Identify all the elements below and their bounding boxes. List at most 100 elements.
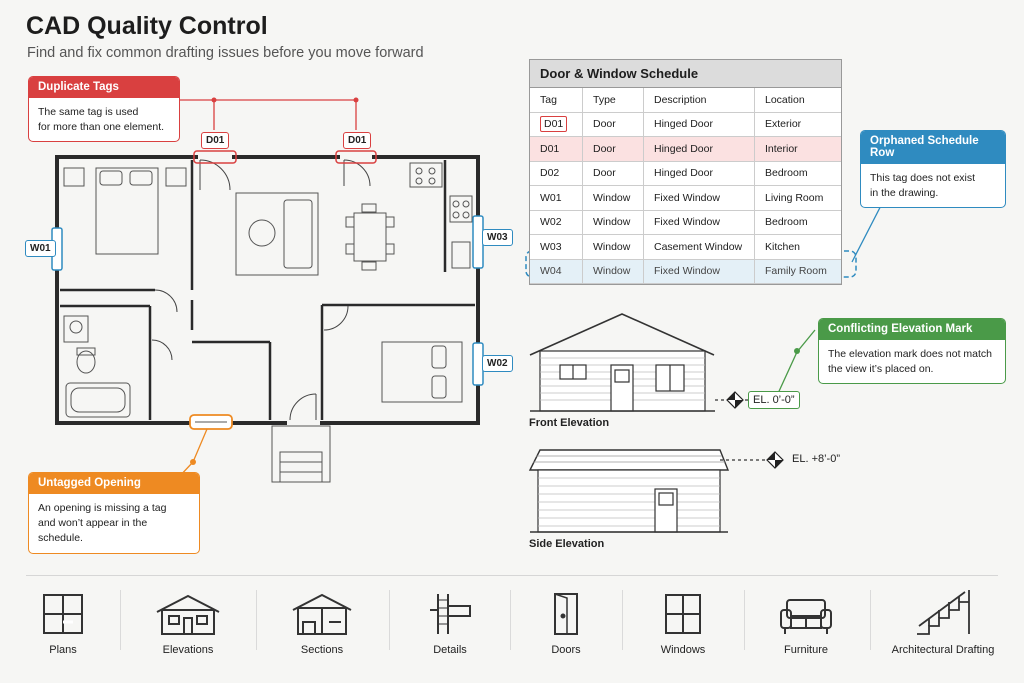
side-elevation-label: Side Elevation	[529, 538, 605, 550]
nav-item-details[interactable]: Details	[395, 582, 505, 656]
table-row[interactable]: W02 Window Fixed Window Bedroom	[530, 210, 841, 235]
table-row[interactable]: D01 Door Hinged Door Interior	[530, 136, 841, 162]
callout-untagged-title: Untagged Opening	[29, 473, 199, 494]
cell-tag: D01	[530, 136, 583, 162]
cell-type: Window	[582, 185, 644, 211]
nav-separator	[120, 590, 121, 650]
cell-location: Family Room	[754, 259, 841, 284]
nav-label: Elevations	[162, 644, 214, 656]
nav-separator	[256, 590, 257, 650]
nav-separator	[389, 590, 390, 650]
cell-type: Door	[582, 112, 644, 137]
nav-label: Sections	[300, 644, 344, 656]
category-nav: Plans Elevations Sections Details Doors …	[0, 582, 1024, 672]
cell-description: Casement Window	[643, 234, 755, 260]
cell-type: Door	[582, 161, 644, 186]
sections-icon	[292, 593, 352, 635]
tag-d01-interior[interactable]: D01	[343, 132, 372, 149]
cell-location: Bedroom	[754, 161, 841, 186]
doors-icon	[554, 593, 578, 635]
elevations-icon	[156, 594, 220, 635]
callout-untagged-line: An opening is missing a tag	[38, 502, 167, 514]
tag-text: D01	[540, 116, 568, 133]
schedule-header-row: Tag Type Description Location	[530, 88, 841, 113]
schedule-col-tag: Tag	[530, 88, 583, 113]
cell-location: Exterior	[754, 112, 841, 137]
nav-item-sections[interactable]: Sections	[267, 582, 377, 656]
table-row[interactable]: W04 Window Fixed Window Family Room	[530, 259, 841, 284]
cell-type: Window	[582, 234, 644, 260]
door-window-schedule: Door & Window Schedule Tag Type Descript…	[529, 59, 842, 285]
elevation-mark-front[interactable]: EL. 0’-0”	[748, 391, 800, 409]
page-subtitle: Find and fix common drafting issues befo…	[27, 45, 424, 61]
tag-w03[interactable]: W03	[482, 229, 513, 246]
cell-tag: W03	[530, 234, 583, 260]
front-elevation-label: Front Elevation	[529, 417, 610, 429]
schedule-col-location: Location	[754, 88, 841, 113]
nav-label: Architectural Drafting	[891, 644, 995, 656]
nav-label: Furniture	[783, 644, 829, 656]
plans-icon	[43, 594, 83, 634]
callout-conflicting-elevation: Conflicting Elevation Mark The elevation…	[818, 318, 1006, 385]
level-marker-icon	[726, 391, 784, 469]
callout-orphaned-row: Orphaned Schedule Row This tag does not …	[860, 130, 1006, 209]
cell-description: Hinged Door	[643, 161, 755, 186]
callout-elevation-title: Conflicting Elevation Mark	[819, 319, 1005, 340]
nav-item-furniture[interactable]: Furniture	[751, 582, 861, 656]
cell-type: Window	[582, 210, 644, 235]
table-row[interactable]: W01 Window Fixed Window Living Room	[530, 185, 841, 211]
callout-duplicate-line: for more than one element.	[38, 121, 165, 134]
nav-item-architectural-drafting[interactable]: Architectural Drafting	[882, 582, 1004, 656]
cell-location: Bedroom	[754, 210, 841, 235]
callout-orphaned-line: in the drawing.	[870, 187, 939, 200]
schedule-col-type: Type	[582, 88, 644, 113]
callout-elevation-line: the view it’s placed on.	[828, 363, 934, 376]
callout-untagged-opening: Untagged Opening An opening is missing a…	[28, 472, 200, 554]
windows-icon	[665, 594, 701, 634]
tag-w02[interactable]: W02	[482, 355, 513, 372]
nav-item-plans[interactable]: Plans	[8, 582, 118, 656]
callout-orphaned-title: Orphaned Schedule Row	[861, 131, 1005, 164]
table-row[interactable]: W03 Window Casement Window Kitchen	[530, 234, 841, 260]
callout-untagged-line: and won’t appear in the schedule.	[38, 517, 148, 545]
callout-elevation-line: The elevation mark does not match	[828, 348, 993, 360]
cell-location: Interior	[754, 136, 841, 162]
cell-tag: W02	[530, 210, 583, 235]
nav-separator	[510, 590, 511, 650]
table-row[interactable]: D02 Door Hinged Door Bedroom	[530, 161, 841, 186]
nav-item-windows[interactable]: Windows	[628, 582, 738, 656]
nav-label: Details	[433, 644, 467, 656]
page-title: CAD Quality Control	[26, 12, 268, 40]
nav-label: Plans	[49, 644, 77, 656]
stairs-icon	[917, 590, 970, 635]
cell-type: Door	[582, 136, 644, 162]
cell-location: Living Room	[754, 185, 841, 211]
cell-tag: D01	[530, 112, 583, 137]
details-icon	[430, 594, 471, 634]
table-row[interactable]: D01 Door Hinged Door Exterior	[530, 112, 841, 137]
cell-description: Fixed Window	[643, 259, 755, 284]
schedule-col-description: Description	[643, 88, 755, 113]
nav-separator	[622, 590, 623, 650]
schedule-table: Tag Type Description Location D01 Door H…	[530, 88, 841, 284]
callout-duplicate-tags: Duplicate Tags The same tag is used for …	[28, 76, 180, 143]
cell-tag: W01	[530, 185, 583, 211]
callout-duplicate-line: The same tag is used	[38, 106, 139, 118]
nav-separator	[870, 590, 871, 650]
elevation-mark-side[interactable]: EL. +8’-0”	[792, 453, 840, 465]
nav-divider	[26, 575, 998, 576]
tag-d01-exterior[interactable]: D01	[201, 132, 230, 149]
cell-description: Fixed Window	[643, 210, 755, 235]
cell-location: Kitchen	[754, 234, 841, 260]
cell-description: Hinged Door	[643, 136, 755, 162]
cell-type: Window	[582, 259, 644, 284]
cell-tag: W04	[530, 259, 583, 284]
furniture-icon	[780, 599, 832, 634]
nav-item-elevations[interactable]: Elevations	[133, 582, 243, 656]
nav-item-doors[interactable]: Doors	[511, 582, 621, 656]
tag-w01[interactable]: W01	[25, 240, 56, 257]
cell-description: Fixed Window	[643, 185, 755, 211]
nav-label: Windows	[660, 644, 706, 656]
